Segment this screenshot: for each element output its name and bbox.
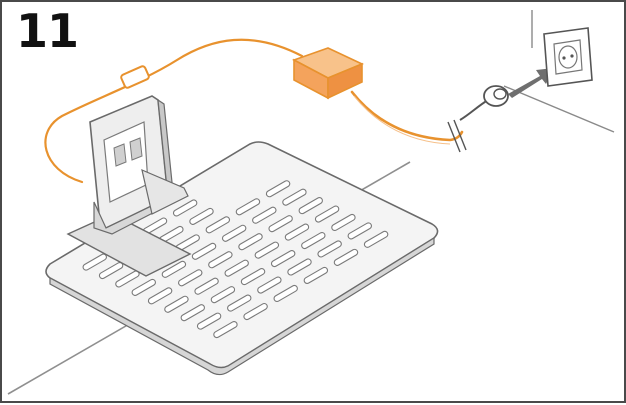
- charging-plate: [45, 141, 439, 376]
- plate-slot: [131, 278, 156, 296]
- plate-slot: [210, 286, 236, 304]
- plate-slot: [213, 321, 238, 339]
- plate-slot: [82, 253, 107, 271]
- plate-slot: [221, 224, 247, 242]
- plate-slot: [303, 266, 329, 284]
- plate-slot: [235, 198, 261, 216]
- plate-slot: [240, 268, 266, 286]
- plate-slot: [265, 180, 291, 198]
- power-supply-icon: [292, 47, 364, 100]
- plate-slot: [282, 188, 307, 206]
- plate-slot: [224, 259, 249, 277]
- cable-break-marks: [447, 119, 467, 153]
- plate-slot: [363, 230, 389, 248]
- step-number: 11: [16, 4, 79, 58]
- plate-slot: [196, 312, 222, 330]
- mains-cable: [350, 90, 464, 142]
- plate-slot: [301, 231, 326, 250]
- plate-slot: [180, 304, 205, 322]
- plate-slot: [314, 205, 340, 223]
- plate-slot: [347, 222, 372, 240]
- plate-slot: [298, 197, 323, 215]
- plate-slot: [284, 223, 310, 241]
- plate-slot: [317, 240, 342, 258]
- plug-cord: [459, 99, 489, 121]
- plate-slot: [189, 207, 214, 225]
- plate-slot: [178, 269, 203, 287]
- plate-slot: [227, 294, 252, 312]
- plate-slot: [257, 276, 282, 294]
- plate-slot: [252, 206, 277, 224]
- mains-cable-inner: [353, 95, 451, 145]
- wall-lines: [503, 10, 615, 133]
- cable-connector-icon: [120, 65, 150, 89]
- plate-slot: [243, 302, 268, 321]
- plate-slot: [273, 284, 298, 303]
- plate-slot: [191, 242, 217, 260]
- plate-slot: [268, 215, 293, 233]
- plate-slot: [333, 248, 359, 266]
- plate-slot: [287, 258, 312, 276]
- plate-slot: [238, 233, 263, 251]
- plate-slot: [331, 213, 356, 232]
- plate-slot: [161, 260, 187, 278]
- plate-slot: [208, 251, 233, 269]
- plate-slot: [254, 241, 280, 259]
- plate-slot: [194, 277, 219, 295]
- insert-arrow-icon: [508, 68, 554, 98]
- wall-socket-icon: [543, 27, 593, 87]
- charging-station-icon: [66, 95, 192, 277]
- plate-slot: [147, 287, 173, 305]
- plate-slot: [205, 216, 231, 234]
- plug-icon: [483, 85, 509, 107]
- plate-slot: [164, 295, 189, 313]
- plate-slot: [172, 199, 198, 217]
- plate-slot: [270, 250, 296, 268]
- plate-slots: [82, 180, 389, 339]
